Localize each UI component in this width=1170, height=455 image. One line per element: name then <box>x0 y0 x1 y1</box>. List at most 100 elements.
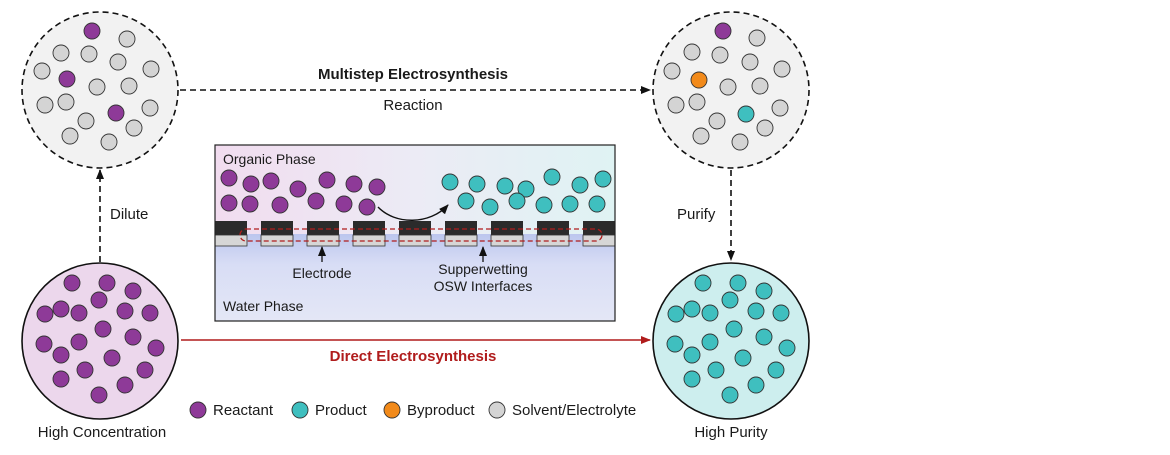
reactant-particle <box>116 376 134 394</box>
solvent-particle <box>142 60 160 78</box>
reactant-particle <box>63 274 81 292</box>
solvent-particle <box>109 53 127 71</box>
product-particle <box>778 339 796 357</box>
solvent-particle <box>77 112 95 130</box>
inset-product-particle <box>517 180 535 198</box>
electrode-array <box>214 221 616 247</box>
reactant-particle <box>103 349 121 367</box>
product-particle <box>755 282 773 300</box>
inset-reactant-particle <box>307 192 325 210</box>
inset-reactant-particle <box>271 196 289 214</box>
solvent-particle <box>711 46 729 64</box>
reactant-particle <box>141 304 159 322</box>
legend-label-product: Product <box>315 402 368 419</box>
reactant-particle <box>70 304 88 322</box>
inset-product-particle <box>496 177 514 195</box>
electrode-block <box>307 221 339 235</box>
solvent-particle <box>688 93 706 111</box>
electrode-block <box>583 221 615 235</box>
reaction-label: Reaction <box>383 97 442 114</box>
reactant-particle <box>147 339 165 357</box>
solvent-particle <box>88 78 106 96</box>
inset-reactant-particle <box>220 194 238 212</box>
electrode-block <box>215 221 247 235</box>
product-particle <box>755 328 773 346</box>
inset-product-particle <box>543 168 561 186</box>
membrane-block <box>260 234 294 247</box>
inset-reactant-particle <box>289 180 307 198</box>
solvent-particle <box>751 77 769 95</box>
solvent-particle <box>125 119 143 137</box>
product-particle <box>725 320 743 338</box>
solvent-particle <box>120 77 138 95</box>
reactant-particle <box>124 282 142 300</box>
solvent-particle <box>141 99 159 117</box>
multistep-title: Multistep Electrosynthesis <box>318 66 508 83</box>
reactant-particle <box>76 361 94 379</box>
inset-reactant-particle <box>335 195 353 213</box>
membrane-block <box>398 234 432 247</box>
product-particle <box>694 274 712 292</box>
electrode-block <box>491 221 523 235</box>
conversion-arrow <box>377 204 449 221</box>
product-particle <box>667 305 685 323</box>
solvent-particle <box>667 96 685 114</box>
particles-layer <box>33 22 796 404</box>
product-particle <box>737 105 755 123</box>
reactant-particle <box>116 302 134 320</box>
reactant-particle <box>52 346 70 364</box>
reactant-particle <box>90 386 108 404</box>
reactant-particle <box>36 305 54 323</box>
legend-swatch-reactant <box>189 401 207 419</box>
product-particle <box>772 304 790 322</box>
inset-reactant-particle <box>241 195 259 213</box>
solvent-particle <box>118 30 136 48</box>
product-particle <box>721 386 739 404</box>
product-particle <box>767 361 785 379</box>
legend-swatch-solvent <box>488 401 506 419</box>
organic-phase-label: Organic Phase <box>223 151 316 167</box>
electrode-label: Electrode <box>292 265 351 281</box>
electrode-block <box>537 221 569 235</box>
legend-label-byproduct: Byproduct <box>407 402 475 419</box>
reactant-particle <box>83 22 101 40</box>
inset-product-particle <box>535 196 553 214</box>
product-particle <box>729 274 747 292</box>
inset-reactant-particle <box>262 172 280 190</box>
solvent-particle <box>683 43 701 61</box>
reactant-particle <box>52 370 70 388</box>
membrane-block <box>214 234 248 247</box>
reactant-particle <box>52 300 70 318</box>
reactant-particle <box>58 70 76 88</box>
solvent-particle <box>731 133 749 151</box>
solvent-particle <box>57 93 75 111</box>
inset-product-particle <box>457 192 475 210</box>
legend-label-solvent: Solvent/Electrolyte <box>512 402 636 419</box>
reactant-particle <box>90 291 108 309</box>
inset-product-particle <box>594 170 612 188</box>
inset-product-particle <box>588 195 606 213</box>
reactant-particle <box>714 22 732 40</box>
solvent-particle <box>33 62 51 80</box>
inset-reactant-particle <box>220 169 238 187</box>
high-purity-label: High Purity <box>694 424 768 441</box>
solvent-particle <box>692 127 710 145</box>
membrane-block <box>444 234 478 247</box>
product-particle <box>701 304 719 322</box>
inset-particles <box>220 168 612 216</box>
product-particle <box>721 291 739 309</box>
inset-product-particle <box>441 173 459 191</box>
product-particle <box>734 349 752 367</box>
dilute-label: Dilute <box>110 206 148 223</box>
inset-reactant-particle <box>345 175 363 193</box>
inset-product-particle <box>508 192 526 210</box>
reactant-particle <box>124 328 142 346</box>
solvent-particle <box>61 127 79 145</box>
product-particle <box>707 361 725 379</box>
inset-product-particle <box>561 195 579 213</box>
solvent-particle <box>773 60 791 78</box>
byproduct-particle <box>690 71 708 89</box>
product-particle <box>747 376 765 394</box>
